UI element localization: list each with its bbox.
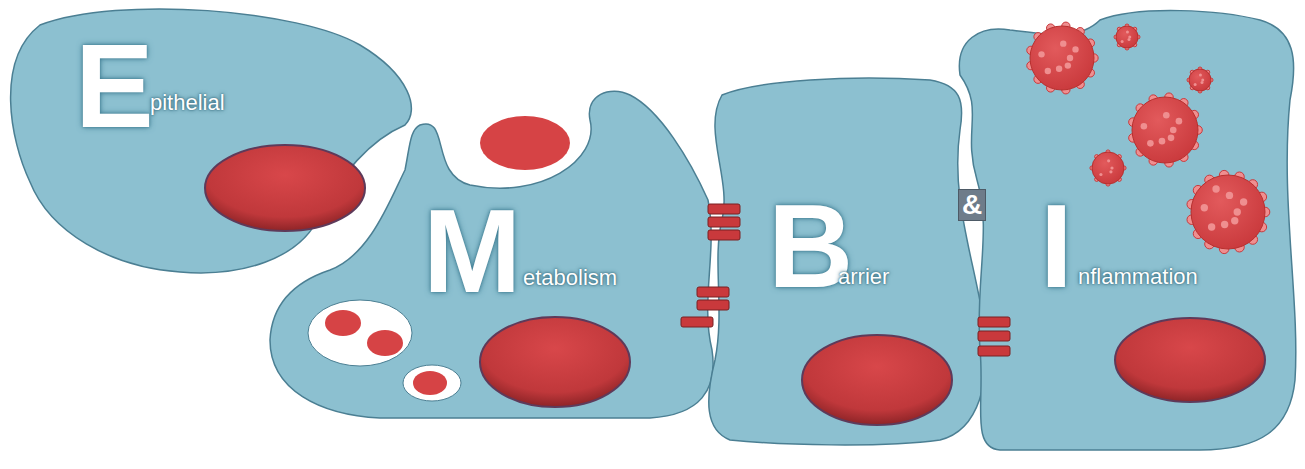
word-rest: pithelial xyxy=(150,92,225,114)
word-rest: etabolism xyxy=(523,267,617,289)
initial-letter: I xyxy=(1040,187,1073,305)
cell: Barrier xyxy=(700,70,995,455)
cell: Epithelial xyxy=(0,0,425,282)
word-rest: arrier xyxy=(838,266,889,288)
cell-outline xyxy=(950,5,1302,457)
cell: Inflammation xyxy=(950,5,1302,457)
cell-outline xyxy=(0,0,425,282)
ampersand-label: & xyxy=(958,189,986,221)
cell: Metabolism xyxy=(265,85,720,425)
initial-letter: M xyxy=(423,192,521,310)
word-rest: nflammation xyxy=(1078,266,1198,288)
initial-letter: E xyxy=(75,27,154,145)
